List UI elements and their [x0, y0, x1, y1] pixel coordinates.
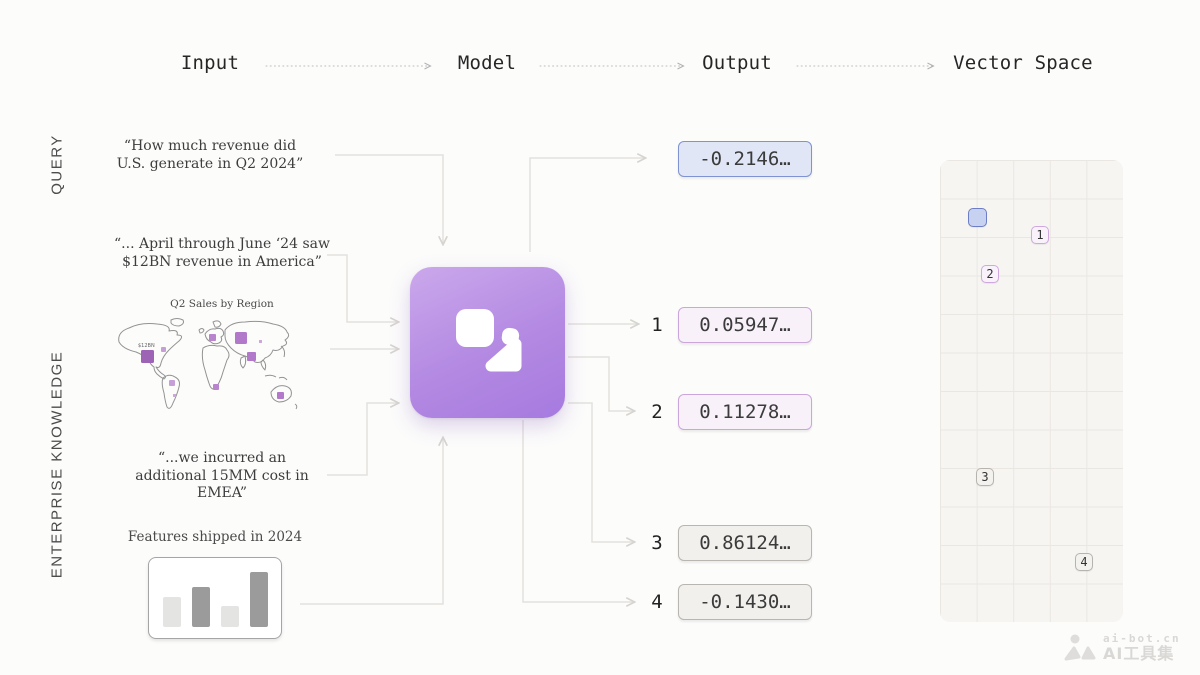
- map-title: Q2 Sales by Region: [170, 298, 274, 310]
- map-sales-markers: [141, 332, 284, 399]
- output-index-2: 2: [651, 401, 663, 423]
- vector-point-4: 4: [1075, 553, 1093, 571]
- vector-point-1: 1: [1031, 226, 1049, 244]
- header-step-model: Model: [457, 52, 517, 74]
- bar-2: [191, 587, 210, 627]
- embedding-model-box: [410, 267, 565, 418]
- bar-1: [162, 597, 181, 627]
- diagram-connectors: [300, 155, 645, 604]
- output-value-1: 0.05947…: [678, 307, 812, 343]
- watermark-site: ai-bot.cn: [1103, 632, 1181, 646]
- vector-space-grid: 1 2 3 4: [940, 160, 1123, 622]
- output-index-3: 3: [651, 532, 663, 554]
- query-quote: “How much revenue did U.S. generate in Q…: [116, 138, 304, 172]
- header-step-input: Input: [180, 52, 240, 74]
- section-label-enterprise-knowledge: ENTERPRISE KNOWLEDGE: [48, 350, 66, 579]
- output-value-2: 0.11278…: [678, 394, 812, 430]
- section-label-query: QUERY: [48, 134, 66, 195]
- map-annotation: $12BN: [138, 343, 155, 349]
- watermark: ai-bot.cn AI工具集: [1062, 633, 1181, 663]
- output-value-3: 0.86124…: [678, 525, 812, 561]
- output-index-4: 4: [651, 591, 663, 613]
- watermark-logo-icon: [1064, 634, 1096, 661]
- doc-quote-revenue: “... April through June ‘24 saw $12BN re…: [114, 236, 330, 270]
- vector-point-query: [968, 208, 987, 227]
- output-value-query: -0.2146…: [678, 141, 812, 177]
- vector-point-3: 3: [976, 468, 994, 486]
- header-step-vector-space: Vector Space: [953, 52, 1093, 74]
- header-step-output: Output: [702, 52, 772, 74]
- world-map-illustration: $12BN: [118, 318, 298, 410]
- vector-point-2: 2: [981, 265, 999, 283]
- output-value-4: -0.1430…: [678, 584, 812, 620]
- watermark-name: AI工具集: [1103, 644, 1175, 664]
- bar-4: [249, 572, 268, 627]
- model-icon: [456, 309, 522, 372]
- bar-3: [220, 606, 239, 627]
- output-index-1: 1: [651, 314, 663, 336]
- features-chart-title: Features shipped in 2024: [127, 529, 303, 545]
- features-bar-chart: [148, 557, 282, 639]
- doc-quote-cost: “...we incurred an additional 15MM cost …: [135, 450, 309, 501]
